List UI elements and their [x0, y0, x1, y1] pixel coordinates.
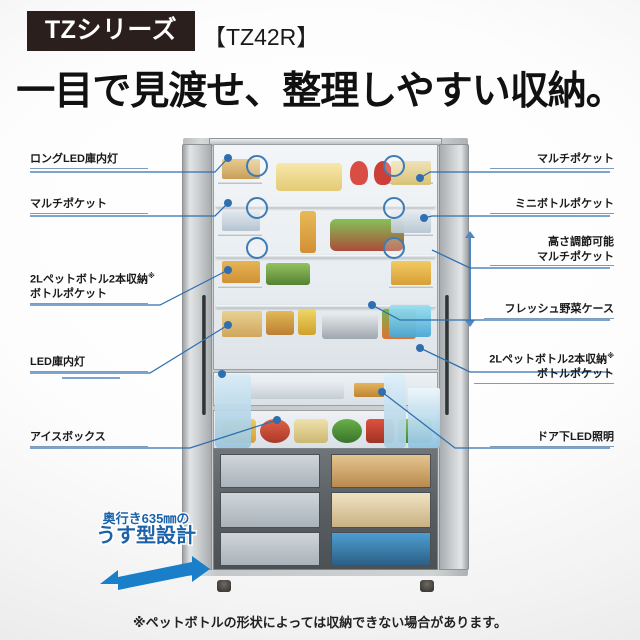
milk-cartons	[408, 388, 440, 448]
footnote-mark: ※	[147, 273, 155, 280]
label-text-line2: ボトルポケット	[537, 368, 614, 381]
door-bin-l1	[218, 181, 262, 184]
highlight-ring-4	[383, 155, 405, 177]
thin-design-depth-text: 奥行き635㎜の	[102, 511, 190, 526]
bottle-pocket-right-contents	[384, 374, 406, 448]
door-left-open	[182, 144, 212, 570]
highlight-ring-5	[383, 197, 405, 219]
leg-left	[217, 580, 231, 592]
label-text: フレッシュ野菜ケース	[504, 303, 614, 315]
refrigerator-compartment	[213, 144, 475, 370]
label-text: マルチポケット	[537, 153, 614, 165]
freezer-cell-r2	[331, 492, 431, 528]
label-height-adjust-pocket: 高さ調節可能 マルチポケット	[490, 235, 614, 268]
shelf-3	[216, 305, 435, 308]
leg-right	[420, 580, 434, 592]
door-bin-l3	[218, 285, 262, 288]
label-fresh-vegetable-case: フレッシュ野菜ケース	[484, 302, 614, 321]
shelf-2	[216, 255, 435, 258]
series-badge: TZシリーズ	[27, 11, 195, 51]
shelf-1	[216, 205, 435, 208]
door-bin-r3	[389, 285, 433, 288]
label-underline	[490, 265, 614, 267]
label-underline	[490, 167, 614, 169]
freezer-cell-l2	[220, 492, 320, 528]
freezer-cell-l3	[220, 532, 320, 566]
label-text: ドア下LED照明	[537, 431, 614, 443]
label-underline	[30, 302, 148, 304]
label-text: アイスボックス	[30, 431, 106, 443]
label-underline	[30, 445, 148, 447]
highlight-ring-1	[246, 155, 268, 177]
label-underline	[490, 445, 614, 447]
highlight-ring-6	[383, 237, 405, 259]
label-text: ロングLED庫内灯	[30, 153, 118, 165]
label-mini-bottle-pocket: ミニボトルポケット	[490, 197, 614, 216]
door-bin-l2	[218, 233, 262, 236]
door-right-open	[439, 144, 469, 570]
highlight-ring-3	[246, 237, 268, 259]
footnote-text: ※ペットボトルの形状によっては収納できない場合があります。	[132, 615, 508, 630]
label-door-under-led: ドア下LED照明	[490, 430, 614, 449]
label-text-line1: 2Lペットボトル2本収納	[30, 273, 148, 286]
label-long-led-light: ロングLED庫内灯	[30, 152, 148, 171]
label-underline	[474, 382, 614, 384]
refrigerator-illustration	[182, 138, 475, 592]
label-bottle-pocket-left: 2Lペットボトル2本収納※ ボトルポケット	[30, 272, 155, 306]
double-headed-arrow-icon	[100, 556, 210, 590]
label-underline	[30, 212, 148, 214]
door-handle-right	[445, 295, 449, 415]
bottle-pocket-left-contents	[215, 374, 251, 448]
label-ice-box: アイスボックス	[30, 430, 148, 449]
label-underline	[484, 317, 614, 319]
label-text: ミニボトルポケット	[515, 198, 614, 210]
label-text-line1: 2Lペットボトル2本収納	[489, 353, 608, 366]
height-adjust-arrow-icon	[464, 231, 476, 327]
label-text: マルチポケット	[30, 198, 107, 210]
model-number: 【TZ42R】	[203, 24, 320, 50]
freezer-cell-r1	[331, 454, 431, 488]
label-text-line1: 高さ調節可能	[548, 236, 614, 248]
label-text-line2: マルチポケット	[537, 250, 614, 263]
label-bottle-pocket-right: 2Lペットボトル2本収納※ ボトルポケット	[474, 352, 614, 386]
label-underline	[30, 167, 148, 169]
freezer-cell-l1	[220, 454, 320, 488]
label-multi-pocket-right: マルチポケット	[490, 152, 614, 171]
door-bin-r2	[389, 233, 433, 236]
label-underline	[30, 370, 148, 372]
label-underline	[490, 212, 614, 214]
page-headline: 一目で見渡せ、整理しやすい収納。	[16, 70, 625, 113]
series-badge-label: TZシリーズ	[44, 15, 178, 44]
freezer-section	[213, 448, 438, 570]
footnote-mark: ※	[607, 353, 614, 360]
thin-design-title: うす型設計	[96, 525, 196, 548]
thin-design-callout: 奥行き635㎜の うす型設計	[96, 511, 196, 548]
freezer-cell-r3	[331, 532, 431, 566]
label-multi-pocket: マルチポケット	[30, 197, 148, 216]
highlight-ring-2	[246, 197, 268, 219]
label-text-line2: ボトルポケット	[30, 288, 107, 301]
label-text: LED庫内灯	[30, 356, 85, 368]
door-handle-left	[202, 295, 206, 415]
label-led-light: LED庫内灯	[30, 355, 148, 374]
